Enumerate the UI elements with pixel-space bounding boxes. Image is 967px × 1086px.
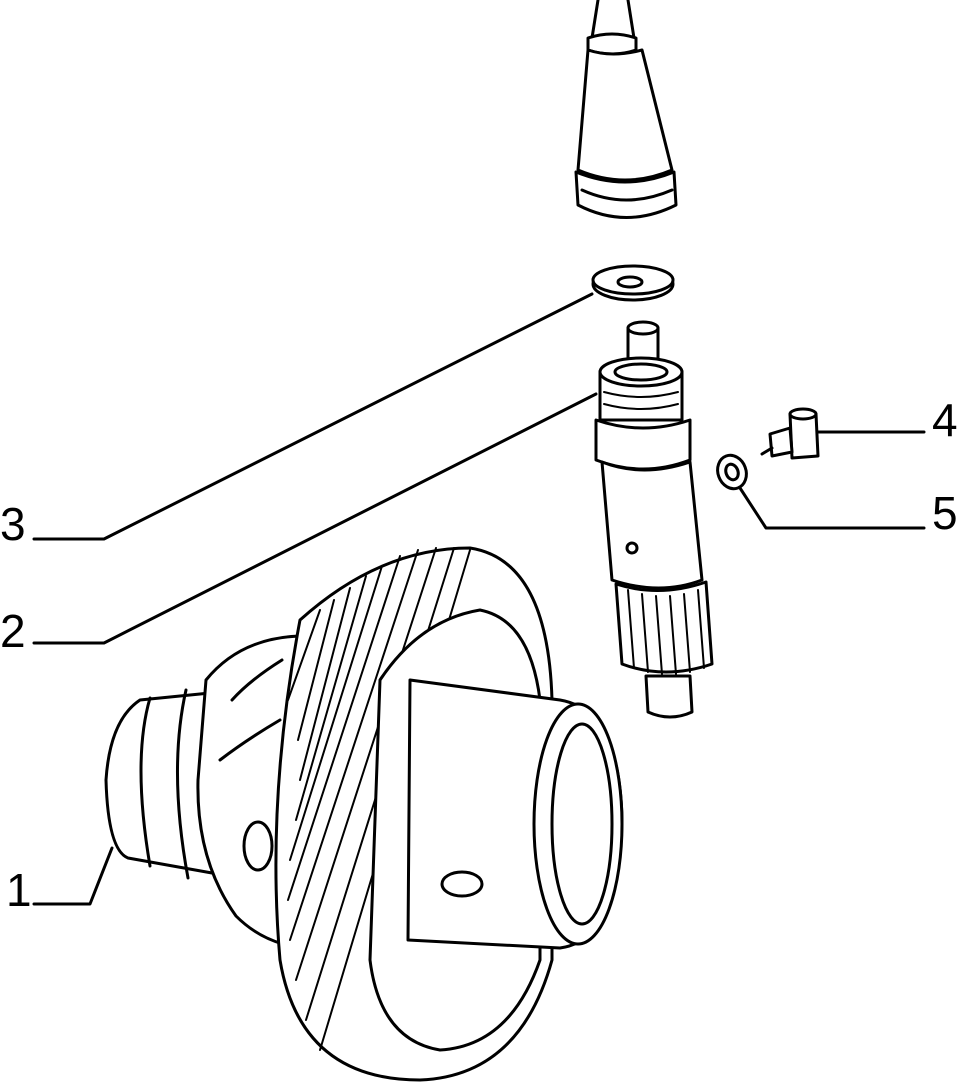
callout-3: 3 (0, 498, 26, 550)
speedometer-cable (574, 0, 678, 219)
seal-ring (716, 453, 748, 491)
callout-1: 1 (6, 864, 32, 916)
callout-2: 2 (0, 605, 26, 657)
callout-5: 5 (932, 487, 958, 539)
leader-line-2 (32, 392, 598, 645)
leader-lines (32, 292, 926, 906)
leader-line-5 (738, 486, 926, 530)
differential-assembly (104, 546, 624, 1082)
leader-line-3 (32, 292, 594, 541)
callout-4: 4 (932, 394, 958, 446)
drive-gear-shaft (594, 320, 714, 719)
retaining-bolt (760, 407, 820, 460)
washer (591, 264, 675, 302)
leader-line-1 (32, 846, 114, 906)
